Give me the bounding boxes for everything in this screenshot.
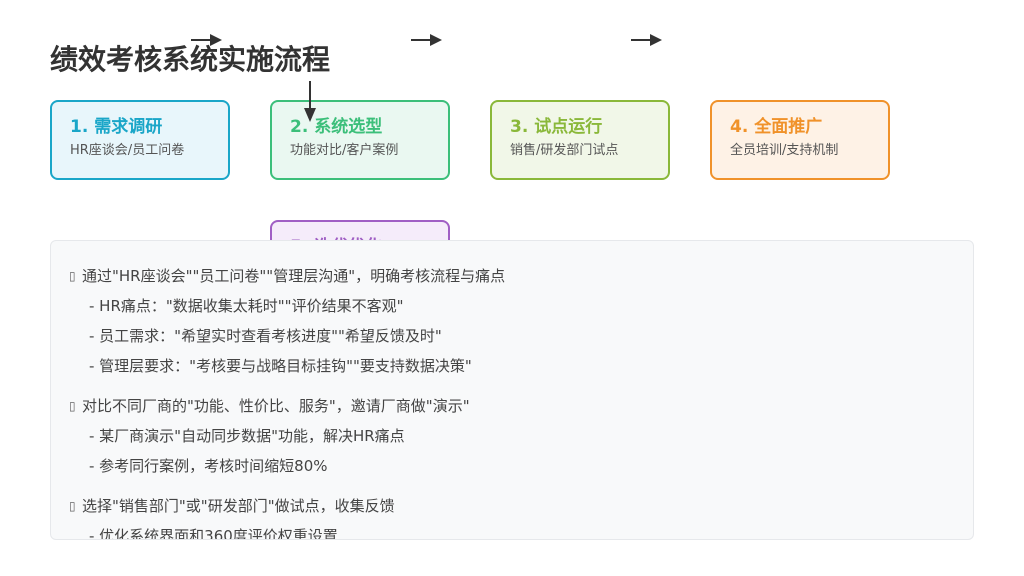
detail-section: ▯ 对比不同厂商的"功能、性价比、服务"，邀请厂商做"演示" - 某厂商演示"自… [69,391,973,481]
detail-section: ▯ 通过"HR座谈会""员工问卷""管理层沟通"，明确考核流程与痛点 - HR痛… [69,261,973,381]
arrow-right-icon [191,34,222,46]
bullet-icon: ▯ [69,499,76,513]
arrow-down-icon [304,81,316,122]
step-desc: 销售/研发部门试点 [510,143,619,158]
step-card-4: 4. 全面推广 全员培训/支持机制 [710,100,890,180]
bullet-icon: ▯ [69,269,76,283]
detail-point-text: 选择"销售部门"或"研发部门"做试点，收集反馈 [82,497,395,515]
detail-sub-item: - 管理层要求："考核要与战略目标挂钩""要支持数据决策" [89,357,472,375]
bullet-icon: ▯ [69,399,76,413]
detail-section: ▯ 选择"销售部门"或"研发部门"做试点，收集反馈 - 优化系统界面和360度评… [69,491,973,540]
step-title: 2. 系统选型 [290,117,383,137]
step-title: 4. 全面推广 [730,117,823,137]
detail-sub-item: - 某厂商演示"自动同步数据"功能，解决HR痛点 [89,427,405,445]
detail-sub-item: - 参考同行案例，考核时间缩短80% [89,457,328,475]
detail-point-text: 通过"HR座谈会""员工问卷""管理层沟通"，明确考核流程与痛点 [82,267,506,285]
step-title: 1. 需求调研 [70,117,163,137]
arrow-right-icon [411,34,442,46]
page-title: 绩效考核系统实施流程 [50,43,331,76]
detail-point: ▯ 选择"销售部门"或"研发部门"做试点，收集反馈 [69,491,973,521]
detail-panel: ▯ 通过"HR座谈会""员工问卷""管理层沟通"，明确考核流程与痛点 - HR痛… [50,240,974,540]
step-title: 3. 试点运行 [510,117,603,137]
arrow-right-icon [631,34,662,46]
step-desc: 全员培训/支持机制 [730,143,839,158]
detail-point: ▯ 通过"HR座谈会""员工问卷""管理层沟通"，明确考核流程与痛点 [69,261,973,291]
detail-sub-item: - HR痛点："数据收集太耗时""评价结果不客观" [89,297,404,315]
detail-point-text: 对比不同厂商的"功能、性价比、服务"，邀请厂商做"演示" [82,397,470,415]
step-desc: HR座谈会/员工问卷 [70,143,185,158]
step-card-2: 2. 系统选型 功能对比/客户案例 [270,100,450,180]
detail-point: ▯ 对比不同厂商的"功能、性价比、服务"，邀请厂商做"演示" [69,391,973,421]
step-card-1: 1. 需求调研 HR座谈会/员工问卷 [50,100,230,180]
step-desc: 功能对比/客户案例 [290,143,399,158]
detail-sub-item: - 员工需求："希望实时查看考核进度""希望反馈及时" [89,327,442,345]
detail-sub-item: - 优化系统界面和360度评价权重设置 [89,527,338,540]
step-card-3: 3. 试点运行 销售/研发部门试点 [490,100,670,180]
